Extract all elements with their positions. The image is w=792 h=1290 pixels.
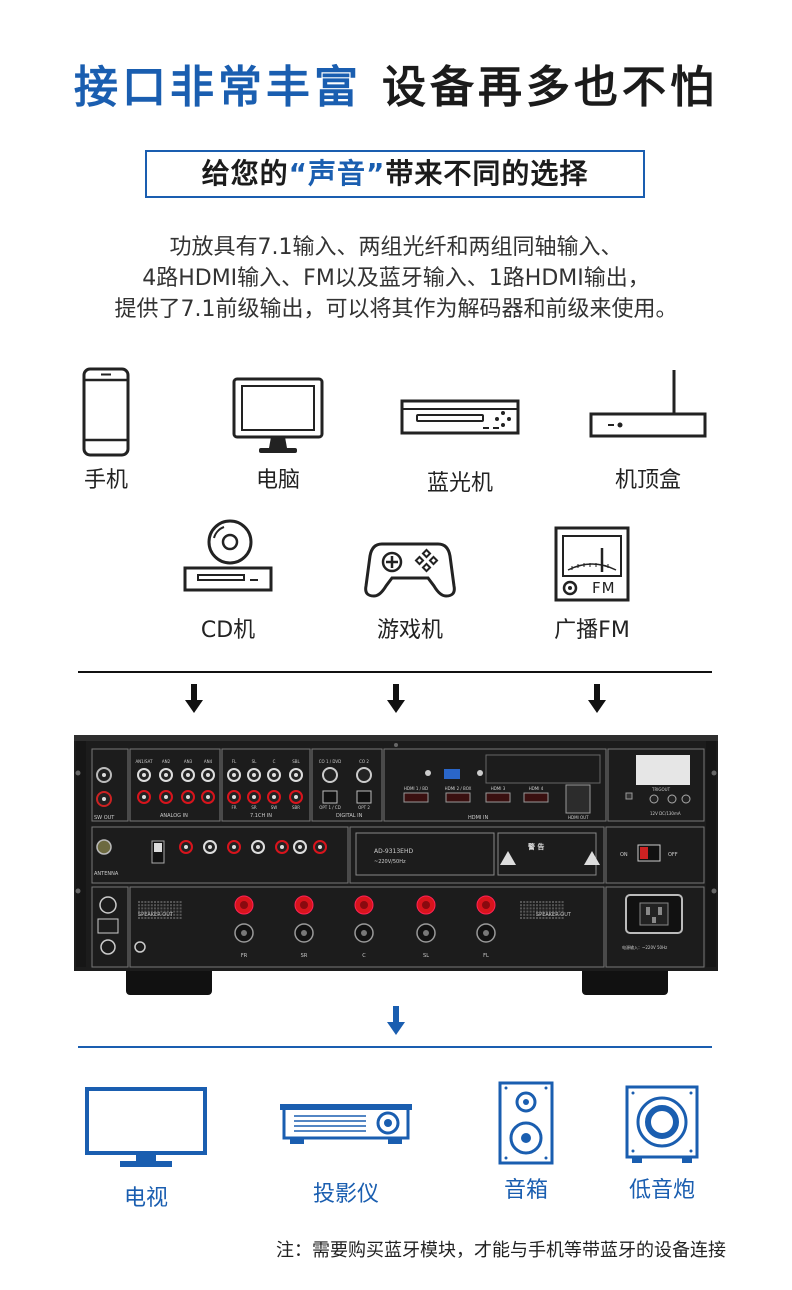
subtitle-prefix: 给您的 — [201, 157, 289, 190]
amp-col-label: CO 1 / DVD — [319, 759, 341, 764]
output-divider — [78, 1046, 712, 1048]
title-black: 设备再多也不怕 — [382, 62, 718, 113]
output-projector: 投影仪 — [266, 1100, 426, 1208]
amp-label-voltage: ~220V/50Hz — [374, 859, 406, 865]
arrow-down-icon — [387, 684, 405, 713]
device-settop: 机顶盒 — [568, 366, 728, 494]
device-bluray: 蓝光机 — [380, 395, 540, 497]
speaker-terminal-label: C — [362, 953, 366, 959]
speaker-icon — [498, 1081, 554, 1165]
page-title: 接口非常丰富设备再多也不怕 — [0, 58, 792, 118]
cd-player-icon — [183, 519, 273, 592]
amp-label-71ch-in: 7.1CH IN — [250, 813, 272, 819]
device-label: CD机 — [200, 618, 256, 643]
fm-radio-icon: FM — [554, 526, 630, 602]
amp-label-model: AD-9313EHD — [374, 848, 413, 855]
speaker-terminal-label: FR — [241, 953, 248, 959]
device-gamepad: 游戏机 — [330, 536, 490, 644]
device-cd: CD机 — [148, 518, 308, 644]
output-tv: 电视 — [66, 1086, 226, 1212]
amp-col-label: AN2 — [162, 759, 171, 764]
arrow-down-blue-icon — [387, 1006, 405, 1035]
input-divider — [78, 671, 712, 673]
speaker-terminal-label: FL — [483, 953, 489, 959]
monitor-icon — [232, 377, 324, 453]
amplifier-rear-panel: FR SR C SL FL SW OUT ANALOG IN 7.1CH IN DIGI… — [74, 735, 718, 997]
amp-label-trig-spec: 12V DC/130mA — [650, 811, 681, 816]
amp-col-label: CO 2 — [359, 759, 369, 764]
arrow-down-icon — [588, 684, 606, 713]
output-subwoofer: 低音炮 — [582, 1084, 742, 1204]
amp-col-label: OPT 2 — [358, 805, 370, 810]
amp-col-label: AN4 — [204, 759, 213, 764]
device-computer: 电脑 — [198, 376, 358, 494]
subtitle-box: 给您的“声音”带来不同的选择 — [145, 150, 645, 198]
speaker-terminal-label: SL — [423, 953, 429, 959]
footnote: 注：需要购买蓝牙模块，才能与手机等带蓝牙的设备连接 — [276, 1240, 726, 1261]
description-line: 提供了7.1前级输出，可以将其作为解码器和前级来使用。 — [114, 297, 678, 322]
amp-label-hdmi-in: HDMI IN — [468, 815, 488, 821]
device-label: 低音炮 — [628, 1178, 695, 1203]
amp-col-label: AN1/SAT — [135, 759, 153, 764]
amp-label-speaker-out-right: SPEAKER OUT — [536, 912, 572, 918]
device-fm: FM 广播FM — [512, 526, 672, 644]
set-top-box-icon — [589, 370, 707, 438]
amp-col-label: HDMI 3 — [491, 786, 506, 791]
output-speaker: 音箱 — [446, 1080, 606, 1204]
device-label: 游戏机 — [376, 618, 443, 643]
amp-label-trig-out: TRIGOUT — [651, 787, 671, 792]
amp-col-label: AN3 — [184, 759, 193, 764]
amp-col-label: OPT 1 / CD — [319, 805, 341, 810]
tv-icon — [85, 1087, 207, 1167]
amp-label-on: ON — [620, 852, 628, 858]
description-line: 4路HDMI输入、FM以及蓝牙输入、1路HDMI输出， — [142, 266, 650, 291]
amp-label-analog-in: ANALOG IN — [160, 813, 188, 819]
device-label: 广播FM — [554, 618, 630, 643]
device-label: 机顶盒 — [614, 468, 681, 493]
projector-icon — [280, 1104, 412, 1144]
device-label: 蓝光机 — [426, 471, 493, 496]
amp-col-label: HDMI 1 / BD — [404, 786, 428, 791]
device-label: 手机 — [83, 468, 128, 493]
amp-col-label: SR — [251, 805, 257, 810]
amp-col-label: SBL — [292, 759, 300, 764]
amp-label-digital-in: DIGITAL IN — [336, 813, 363, 819]
amp-col-label: SBR — [292, 805, 300, 810]
amp-col-label: FL — [232, 759, 237, 764]
amp-col-label: SW — [271, 805, 278, 810]
amp-col-label: HDMI 2 / BOX — [445, 786, 472, 791]
amp-label-antenna: ANTENNA — [94, 871, 119, 877]
device-phone: 手机 — [26, 366, 186, 494]
bluray-player-icon — [400, 399, 520, 435]
arrow-down-icon — [185, 684, 203, 713]
amp-label-warning: 警 告 — [528, 842, 544, 851]
subtitle-suffix: 带来不同的选择 — [385, 157, 589, 190]
amp-col-label: HDMI 4 — [529, 786, 544, 791]
speaker-terminal-label: SR — [301, 953, 308, 959]
device-label: 电脑 — [255, 468, 300, 493]
phone-icon — [82, 367, 130, 457]
subtitle-highlight: “声音” — [288, 157, 386, 190]
amp-label-sw-out: SW OUT — [94, 815, 115, 821]
amp-label-off: OFF — [668, 852, 678, 858]
device-label: 投影仪 — [312, 1182, 379, 1207]
gamepad-icon — [364, 542, 456, 598]
amp-col-label: FR — [231, 805, 236, 810]
fm-icon-text: FM — [592, 579, 616, 597]
amp-label-speaker-out-left: SPEAKER OUT — [138, 912, 174, 918]
amp-label-hdmi-out: HDMI OUT — [568, 815, 589, 820]
device-label: 电视 — [123, 1186, 168, 1211]
amp-label-power-input: 电源输入：~220V 50Hz — [622, 944, 667, 950]
device-label: 音箱 — [503, 1178, 548, 1203]
title-blue: 接口非常丰富 — [74, 62, 362, 113]
subwoofer-icon — [625, 1085, 699, 1163]
description: 功放具有7.1输入、两组光纤和两组同轴输入、 4路HDMI输入、FM以及蓝牙输入… — [0, 232, 792, 325]
amp-col-label: SL — [252, 759, 258, 764]
amp-col-label: C — [273, 759, 276, 764]
description-line: 功放具有7.1输入、两组光纤和两组同轴输入、 — [169, 235, 623, 260]
